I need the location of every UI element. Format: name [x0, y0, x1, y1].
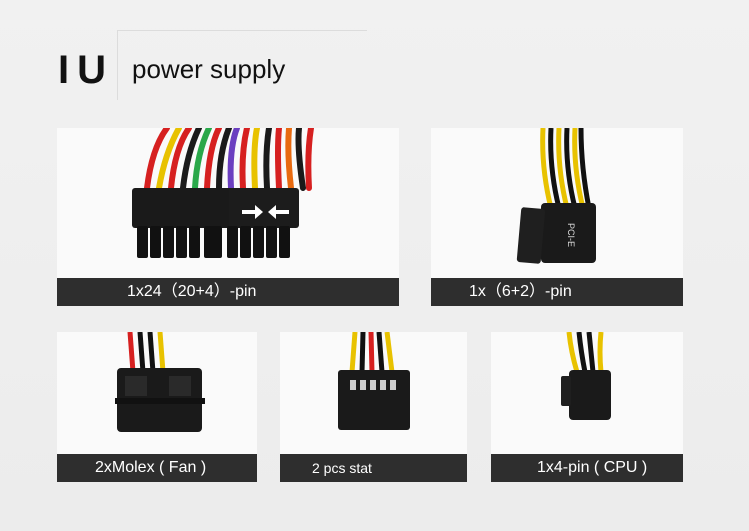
pcie-label: PCI-E [566, 223, 576, 247]
header-divider-vertical [117, 30, 118, 100]
header-divider-horizontal [117, 30, 367, 31]
card-caption: 1x24（20+4）-pin [57, 278, 399, 306]
card-caption: 2 pcs stat [280, 454, 467, 482]
card-caption: 2xMolex ( Fan ) [57, 454, 257, 482]
card-pcie-6-2pin: PCI-E 1x（6+2）-pin [431, 128, 683, 306]
card-caption: 1x（6+2）-pin [431, 278, 683, 306]
pcie-connector-image: PCI-E [516, 128, 596, 264]
cpu-4pin-connector-image [561, 332, 611, 420]
card-cpu-4pin: 1x4-pin ( CPU ) [491, 332, 683, 482]
sata-connector-image [338, 332, 410, 430]
card-sata: 2 pcs stat [280, 332, 467, 482]
card-molex: 2xMolex ( Fan ) [57, 332, 257, 482]
brand-logo: IU [58, 48, 114, 92]
atx-24pin-connector-image [132, 128, 314, 258]
page-title: power supply [132, 54, 286, 84]
card-caption: 1x4-pin ( CPU ) [491, 454, 683, 482]
molex-connector-image [115, 332, 205, 432]
card-atx-24pin: 1x24（20+4）-pin [57, 128, 399, 306]
